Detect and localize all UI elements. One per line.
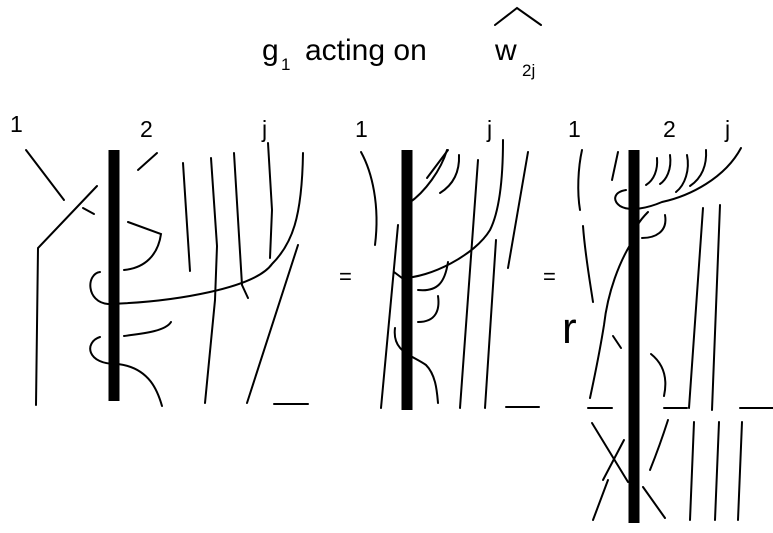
r-label: r xyxy=(562,304,577,353)
strand xyxy=(650,353,667,397)
strand xyxy=(675,154,689,193)
strand xyxy=(123,221,163,271)
strand xyxy=(611,151,619,181)
strand xyxy=(645,157,659,186)
strand xyxy=(360,151,378,246)
panel-1: 1 2 j xyxy=(10,111,309,407)
strand xyxy=(737,421,743,521)
hat-accent xyxy=(494,6,542,26)
strand xyxy=(641,214,667,239)
strand xyxy=(267,142,274,259)
title-w: w xyxy=(494,34,517,67)
strand xyxy=(137,152,158,171)
strand xyxy=(89,336,163,407)
strand xyxy=(182,162,191,272)
strand xyxy=(614,147,742,210)
strand xyxy=(659,154,672,185)
strand xyxy=(82,207,95,215)
strand xyxy=(393,139,504,280)
strand xyxy=(439,154,461,194)
strand xyxy=(459,159,479,409)
strand xyxy=(204,157,219,404)
strand-label-1: 1 xyxy=(355,116,368,142)
equals-sign-1: = xyxy=(339,264,352,289)
strand xyxy=(592,479,609,521)
strand xyxy=(417,295,440,323)
strand xyxy=(35,185,98,406)
strand xyxy=(642,486,666,519)
strand xyxy=(393,327,439,404)
strand xyxy=(602,439,625,481)
strand xyxy=(408,149,448,204)
strand xyxy=(577,149,583,211)
strand xyxy=(649,419,669,471)
title-g: g xyxy=(262,34,279,67)
strand xyxy=(123,321,172,337)
strand xyxy=(591,422,629,483)
strand xyxy=(688,207,704,409)
strand xyxy=(380,224,399,409)
panel-3: 1 2 j r xyxy=(562,116,773,523)
strand xyxy=(689,421,695,521)
equals-sign-2: = xyxy=(543,264,556,289)
title-w-subscript: 2j xyxy=(522,61,535,80)
strand xyxy=(612,335,622,349)
title-g-subscript: 1 xyxy=(281,55,290,74)
strand xyxy=(417,261,449,292)
strand xyxy=(246,244,299,404)
strand xyxy=(233,152,249,299)
strand-label-j: j xyxy=(724,116,730,142)
strand xyxy=(507,151,529,269)
strand xyxy=(714,421,720,521)
title: g 1 acting on w 2j xyxy=(262,6,542,80)
strand xyxy=(25,149,65,201)
strand xyxy=(89,152,304,306)
title-middle: acting on xyxy=(305,34,427,67)
strand-label-2: 2 xyxy=(140,116,153,142)
strand xyxy=(589,211,649,399)
strand-label-2: 2 xyxy=(663,116,676,142)
strand xyxy=(689,149,708,187)
strand xyxy=(711,204,721,411)
strand xyxy=(582,225,594,303)
strand xyxy=(484,239,497,409)
panel-2: 1 j xyxy=(355,116,540,410)
strand-label-1: 1 xyxy=(568,116,581,142)
strand-label-1: 1 xyxy=(10,111,23,137)
strand-label-j: j xyxy=(486,116,492,142)
strand-label-j: j xyxy=(261,116,267,142)
